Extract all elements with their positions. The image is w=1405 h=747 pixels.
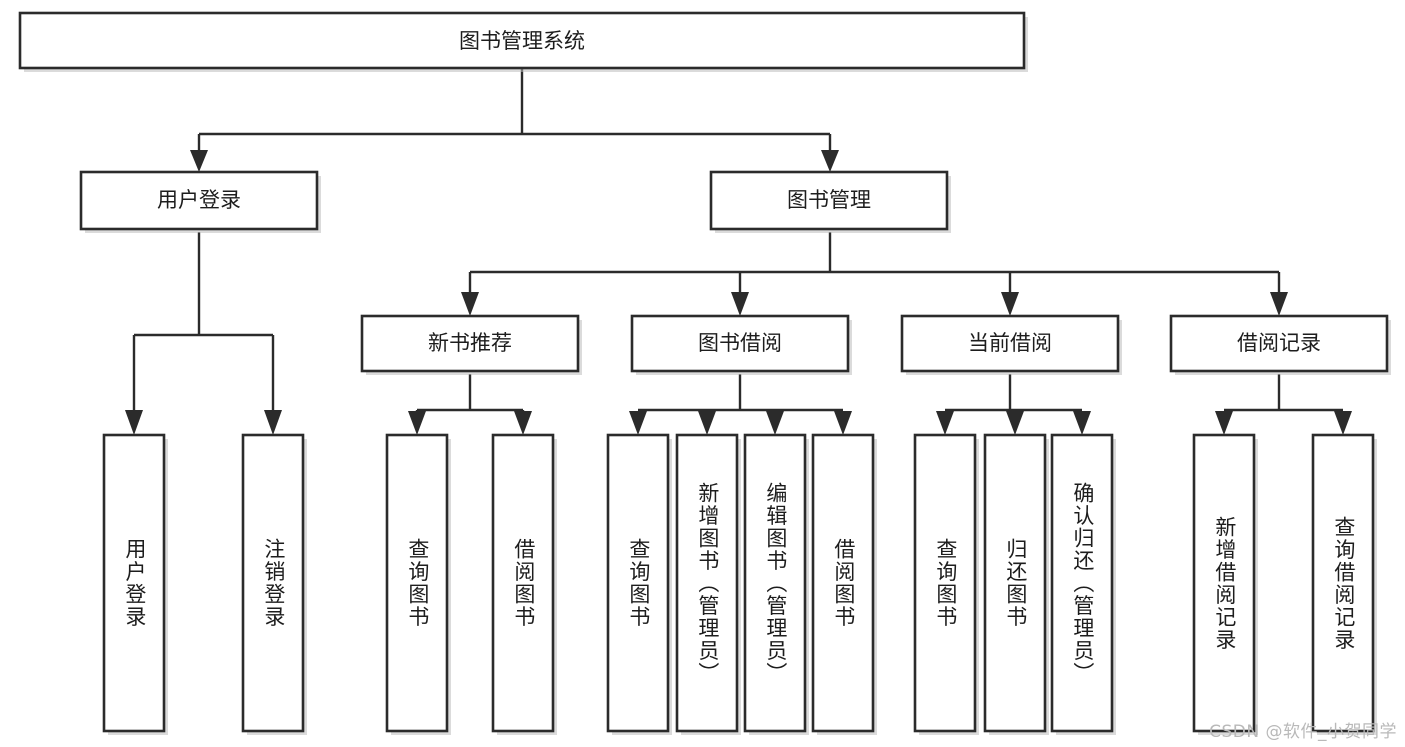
root-node-box[interactable]	[18, 11, 1026, 70]
node-current-borrow[interactable]	[900, 314, 1120, 373]
arrow-leaf-return-book	[1006, 411, 1024, 435]
node-leaf-query-book-1[interactable]	[385, 433, 449, 733]
node-borrow-record-label: 借阅记录	[1237, 331, 1321, 355]
arrow-leaf-query-book-2	[629, 411, 647, 435]
arrow-leaf-add-record	[1215, 411, 1233, 435]
node-user-login-label: 用户登录	[157, 188, 241, 212]
arrow-leaf-confirm-return	[1073, 411, 1091, 435]
csdn-watermark: CSDN @软件_小贺同学	[1209, 722, 1397, 742]
arrow-book-management	[821, 150, 839, 172]
node-leaf-logout-login[interactable]	[241, 433, 305, 733]
arrow-leaf-user-login	[125, 410, 143, 435]
node-leaf-query-record[interactable]	[1311, 433, 1375, 733]
arrow-leaf-query-book-3	[936, 411, 954, 435]
node-book-management[interactable]	[709, 170, 949, 231]
arrow-borrow-record	[1270, 292, 1288, 316]
node-new-book-recommend[interactable]	[360, 314, 580, 373]
arrow-user-login	[190, 150, 208, 172]
node-leaf-add-book[interactable]	[675, 433, 739, 733]
connector-layer	[125, 68, 1352, 435]
arrow-leaf-add-book	[698, 411, 716, 435]
arrow-leaf-borrow-book-2	[834, 411, 852, 435]
node-book-management-label: 图书管理	[787, 188, 871, 212]
node-leaf-query-book-2[interactable]	[606, 433, 670, 733]
node-leaf-return-book[interactable]	[983, 433, 1047, 733]
node-book-borrow-label: 图书借阅	[698, 331, 782, 355]
arrow-leaf-logout-login	[264, 410, 282, 435]
arrow-new-book-recommend	[461, 292, 479, 316]
node-layer: 图书管理系统 用户登录 图书管理 新书推荐 图书借阅 当前借阅 借阅记录	[18, 11, 1391, 735]
node-leaf-edit-book[interactable]	[743, 433, 807, 733]
node-leaf-borrow-book-1[interactable]	[491, 433, 555, 733]
arrow-leaf-borrow-book-1	[514, 411, 532, 435]
node-book-borrow[interactable]	[630, 314, 850, 373]
arrow-book-borrow	[731, 292, 749, 316]
node-leaf-confirm-return[interactable]	[1050, 433, 1114, 733]
root-node-label: 图书管理系统	[459, 29, 585, 53]
arrow-leaf-query-record	[1334, 411, 1352, 435]
node-leaf-add-record[interactable]	[1192, 433, 1256, 733]
node-current-borrow-label: 当前借阅	[968, 331, 1052, 355]
arrow-current-borrow	[1001, 292, 1019, 316]
arrow-leaf-query-book-1	[408, 411, 426, 435]
node-leaf-query-book-3[interactable]	[913, 433, 977, 733]
node-leaf-borrow-book-2[interactable]	[811, 433, 875, 733]
arrow-leaf-edit-book	[766, 411, 784, 435]
node-leaf-user-login[interactable]	[102, 433, 166, 733]
node-borrow-record[interactable]	[1169, 314, 1389, 373]
node-new-book-recommend-label: 新书推荐	[428, 331, 512, 355]
node-user-login[interactable]	[79, 170, 319, 231]
